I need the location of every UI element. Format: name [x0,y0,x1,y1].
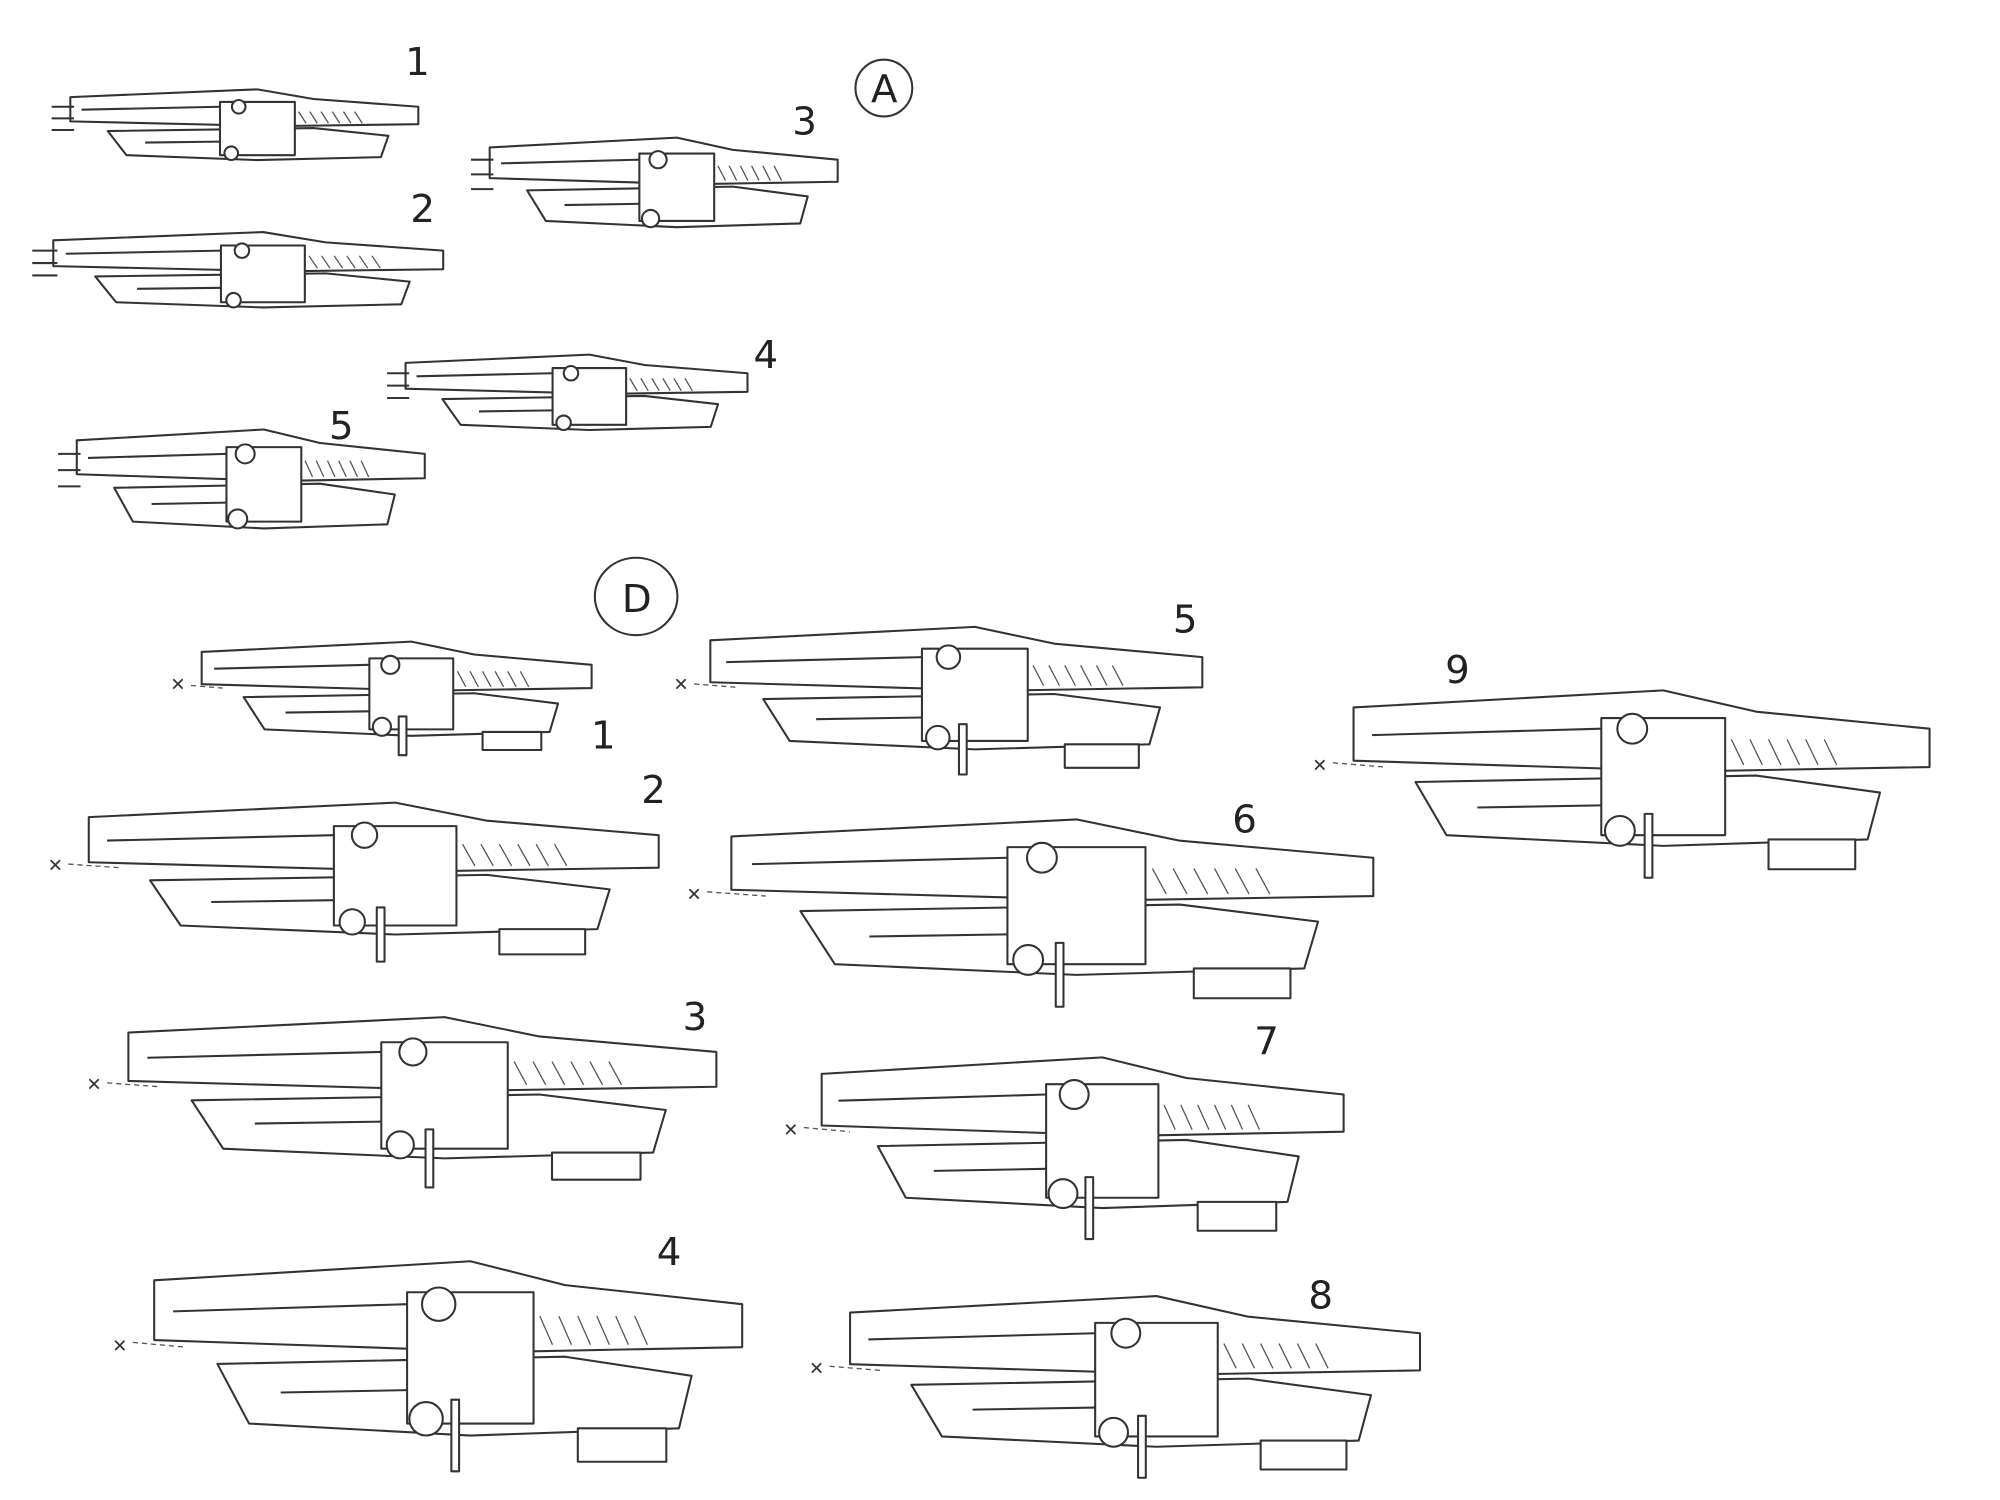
ship-sketch-d6: ✕ [686,818,1375,1008]
group-d-badge: D [593,556,679,637]
variant-label-d5: 5 [1173,598,1198,643]
mast [397,715,408,757]
lower-pod [1767,838,1857,871]
turret [640,208,661,229]
turret [1098,1416,1130,1448]
variant-label-d4: 4 [657,1230,682,1275]
ship-sketches: ✕ ✕ ✕ ✕ ✕ ✕ ✕ ✕ ✕ [32,88,1931,1479]
escort-craft-icon: ✕ [112,1336,127,1357]
escort-craft-icon: ✕ [1312,755,1327,776]
variant-label-a2: 2 [410,187,435,232]
turret [935,644,962,670]
variant-label-d1: 1 [591,714,616,759]
variant-label-a4: 4 [754,333,779,378]
escort-craft-icon: ✕ [809,1359,824,1380]
turret [1026,841,1058,874]
turret [1616,712,1649,745]
mast [1643,812,1654,879]
turret [1603,814,1636,847]
escort-craft-icon: ✕ [686,884,701,905]
escort-craft-icon: ✕ [783,1120,798,1141]
mast [1054,941,1065,1008]
ship-sketch-d3: ✕ [86,1016,718,1189]
ship-sketch-a2 [32,231,445,309]
lower-pod [576,1427,668,1463]
ship-sketch-d4: ✕ [112,1260,744,1473]
ship-sketch-d2: ✕ [48,801,660,963]
variant-label-d9: 9 [1445,648,1470,693]
ship-sketch-a5 [58,428,426,530]
turret [223,145,240,162]
variant-label-d6: 6 [1232,798,1257,843]
ship-sketch-a3 [470,136,839,229]
turret [380,654,401,675]
escort-craft-icon: ✕ [48,855,63,876]
turret [1058,1079,1090,1110]
variant-label-a3: 3 [792,100,817,145]
turret [1110,1317,1142,1349]
variant-label-a1: 1 [405,40,430,85]
ship-sketch-a4 [387,353,749,432]
variant-label-d3: 3 [683,995,708,1040]
turret [555,414,572,432]
turret [420,1286,457,1322]
turret [1012,944,1045,976]
turret [925,724,951,751]
variant-label-d7: 7 [1254,1020,1279,1065]
lower-pod [1196,1200,1278,1232]
turret [562,364,580,382]
escort-craft-icon: ✕ [86,1075,101,1096]
ship-sketch-d5: ✕ [674,625,1204,776]
turret [408,1401,444,1437]
turret [371,716,392,737]
lower-pod [481,730,543,752]
turret [385,1130,415,1160]
turret [398,1037,428,1067]
turret [648,150,668,170]
variant-label-d8: 8 [1308,1274,1333,1319]
lower-pod [1192,967,1292,1000]
ship-sketch-d1: ✕ [170,640,593,757]
mast [450,1398,461,1473]
mast [424,1128,435,1189]
turret [234,443,256,465]
group-a-badge: A [854,58,914,118]
mast [375,906,386,963]
ship-sketch-a1 [51,88,420,162]
lower-pod [1259,1439,1348,1471]
turret [350,821,379,849]
ship-sketch-d7: ✕ [783,1056,1345,1241]
turret [1047,1178,1079,1210]
escort-craft-icon: ✕ [674,675,689,696]
lower-pod [498,928,587,956]
turret [233,242,251,259]
mast [1137,1414,1147,1479]
group-a-badge-text: A [871,67,898,112]
variant-label-a5: 5 [329,404,354,449]
ship-sketch-d9: ✕ [1312,689,1931,879]
lower-pod [1063,743,1140,769]
escort-craft-icon: ✕ [170,675,185,696]
group-d-badge-text: D [622,577,652,622]
turret [338,908,366,936]
turret [230,98,247,115]
lower-pod [550,1151,642,1181]
ship-sketch-d8: ✕ [809,1295,1422,1479]
mast [1084,1176,1095,1241]
variant-label-d2: 2 [641,768,666,813]
turret [227,508,249,530]
turret [225,291,242,309]
mast [957,723,968,776]
